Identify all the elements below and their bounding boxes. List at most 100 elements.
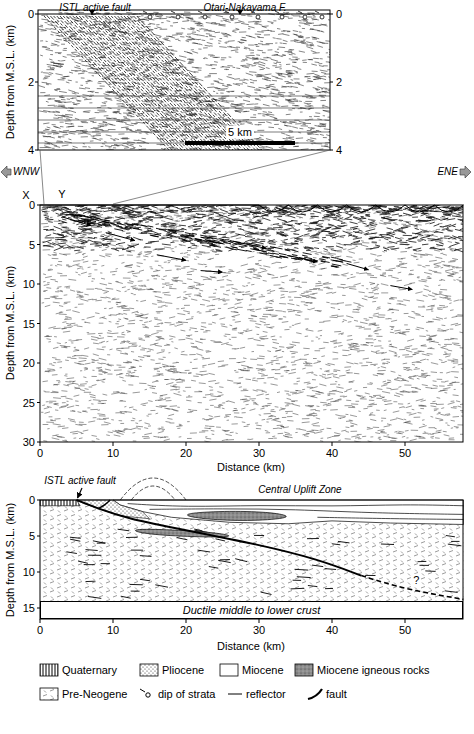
axis-tick bbox=[40, 619, 41, 623]
legend-swatch bbox=[140, 689, 145, 692]
legend-swatch bbox=[140, 664, 158, 676]
axis-tick-label: 4 bbox=[28, 144, 34, 157]
dip-symbol bbox=[298, 11, 302, 13]
reflector-arrow bbox=[201, 271, 223, 273]
axis-tick-label: 50 bbox=[399, 624, 411, 637]
fault-label: ISTL active fault bbox=[44, 475, 116, 487]
axis-tick-label: 0 bbox=[29, 494, 35, 507]
direction-arrow bbox=[1, 166, 11, 178]
legend-swatch bbox=[308, 689, 322, 699]
axis-tick bbox=[37, 284, 40, 285]
dip-symbol bbox=[280, 15, 284, 19]
reflector-sample bbox=[228, 694, 242, 695]
axis-tick-label: 10 bbox=[107, 624, 119, 637]
pliocene-swatch bbox=[140, 664, 158, 676]
dipping-reflection bbox=[70, 214, 351, 268]
legend-samples bbox=[40, 664, 322, 700]
dip-symbol bbox=[303, 15, 307, 19]
zone-label: Central Uplift Zone bbox=[258, 484, 341, 496]
axis-tick-label: 10 bbox=[23, 566, 35, 579]
strata-line bbox=[128, 504, 464, 507]
axis-tick-label: 2 bbox=[336, 76, 342, 89]
dipping-reflector bbox=[114, 16, 239, 150]
scale-bar bbox=[185, 141, 295, 145]
axis-tick bbox=[186, 619, 187, 623]
surface-scallops bbox=[40, 205, 463, 212]
miocene-swatch bbox=[220, 664, 238, 676]
axis-tick bbox=[405, 442, 406, 446]
axis-title: Distance (km) bbox=[217, 461, 285, 474]
legend-label: Miocene igneous rocks bbox=[317, 664, 430, 677]
uncertainty-mark: ? bbox=[411, 574, 421, 587]
panel-frame bbox=[40, 500, 463, 619]
axis-tick bbox=[37, 402, 40, 403]
legend-label: reflector bbox=[246, 688, 286, 701]
dipping-reflector bbox=[92, 16, 217, 150]
igneous-swatch bbox=[295, 664, 313, 676]
axis-title: Depth from M.S.L. (km) bbox=[4, 266, 17, 380]
point-label: Y bbox=[58, 188, 65, 201]
reflector-arrow bbox=[347, 263, 369, 269]
horizontal-reflector bbox=[38, 96, 330, 97]
dipping-reflector bbox=[102, 16, 227, 150]
pre-neogene-swatch bbox=[40, 688, 58, 700]
eroded-fold-trace bbox=[120, 478, 186, 500]
axis-tick bbox=[259, 619, 260, 623]
axis-tick-label: 30 bbox=[253, 624, 265, 637]
fault-line bbox=[77, 500, 362, 576]
scale-label: 5 km bbox=[226, 126, 254, 139]
legend-label: Miocene bbox=[242, 664, 284, 677]
legend-swatch bbox=[220, 664, 238, 676]
dipping-reflector bbox=[73, 16, 198, 150]
fault-label: Otari-Nakayama F. bbox=[203, 2, 286, 14]
axis-tick-label: 20 bbox=[23, 357, 35, 370]
direction-arrow bbox=[460, 166, 471, 178]
shallow-reflections bbox=[41, 205, 463, 252]
axis-tick bbox=[405, 619, 406, 623]
axis-tick bbox=[37, 572, 40, 573]
dipping-reflector bbox=[76, 16, 201, 150]
axis-title: Depth from M.S.L. (km) bbox=[4, 503, 17, 617]
dipping-reflector bbox=[108, 16, 233, 150]
dipping-reflector bbox=[95, 16, 220, 150]
axis-tick-label: 20 bbox=[180, 447, 192, 460]
dipping-reflector bbox=[86, 16, 211, 150]
miocene-unit bbox=[113, 500, 463, 524]
legend-label: Pliocene bbox=[162, 664, 204, 677]
axis-tick bbox=[330, 82, 333, 83]
dipping-reflector bbox=[98, 16, 223, 150]
axis-title: Distance (km) bbox=[217, 640, 285, 653]
axis-tick-label: 4 bbox=[336, 144, 342, 157]
dipping-reflector bbox=[44, 16, 169, 150]
dipping-reflector bbox=[66, 16, 191, 150]
axis-tick bbox=[37, 323, 40, 324]
axis-tick-label: 40 bbox=[326, 447, 338, 460]
top-seismic-panel bbox=[35, 10, 336, 151]
axis-tick-label: 0 bbox=[28, 8, 34, 21]
dip-symbol bbox=[143, 11, 147, 13]
reflector-arrow bbox=[288, 256, 317, 262]
legend-label: Pre-Neogene bbox=[62, 688, 127, 701]
reflector-arrow bbox=[62, 217, 91, 226]
top-seismic-texture bbox=[38, 12, 330, 150]
axis-tick-label: 50 bbox=[399, 447, 411, 460]
point-label: X bbox=[22, 189, 29, 202]
axis-tick-label: 15 bbox=[23, 317, 35, 330]
dipping-reflector bbox=[137, 16, 262, 150]
axis-tick bbox=[332, 619, 333, 623]
axis-tick-label: 40 bbox=[326, 624, 338, 637]
igneous-body bbox=[187, 511, 286, 520]
legend-swatch bbox=[40, 664, 58, 676]
dipping-reflector bbox=[50, 16, 175, 150]
dipping-reflector bbox=[130, 16, 255, 150]
dip-symbol bbox=[315, 11, 319, 13]
dipping-reflector bbox=[79, 16, 204, 150]
axis-tick bbox=[330, 150, 333, 151]
dip-symbol bbox=[176, 15, 180, 19]
pre-neogene-unit bbox=[40, 500, 463, 601]
axis-tick bbox=[40, 442, 41, 446]
dipping-reflector bbox=[82, 16, 207, 150]
reflector-arrow bbox=[157, 255, 186, 261]
legend-label: fault bbox=[326, 688, 347, 701]
dipping-reflector bbox=[54, 16, 179, 150]
